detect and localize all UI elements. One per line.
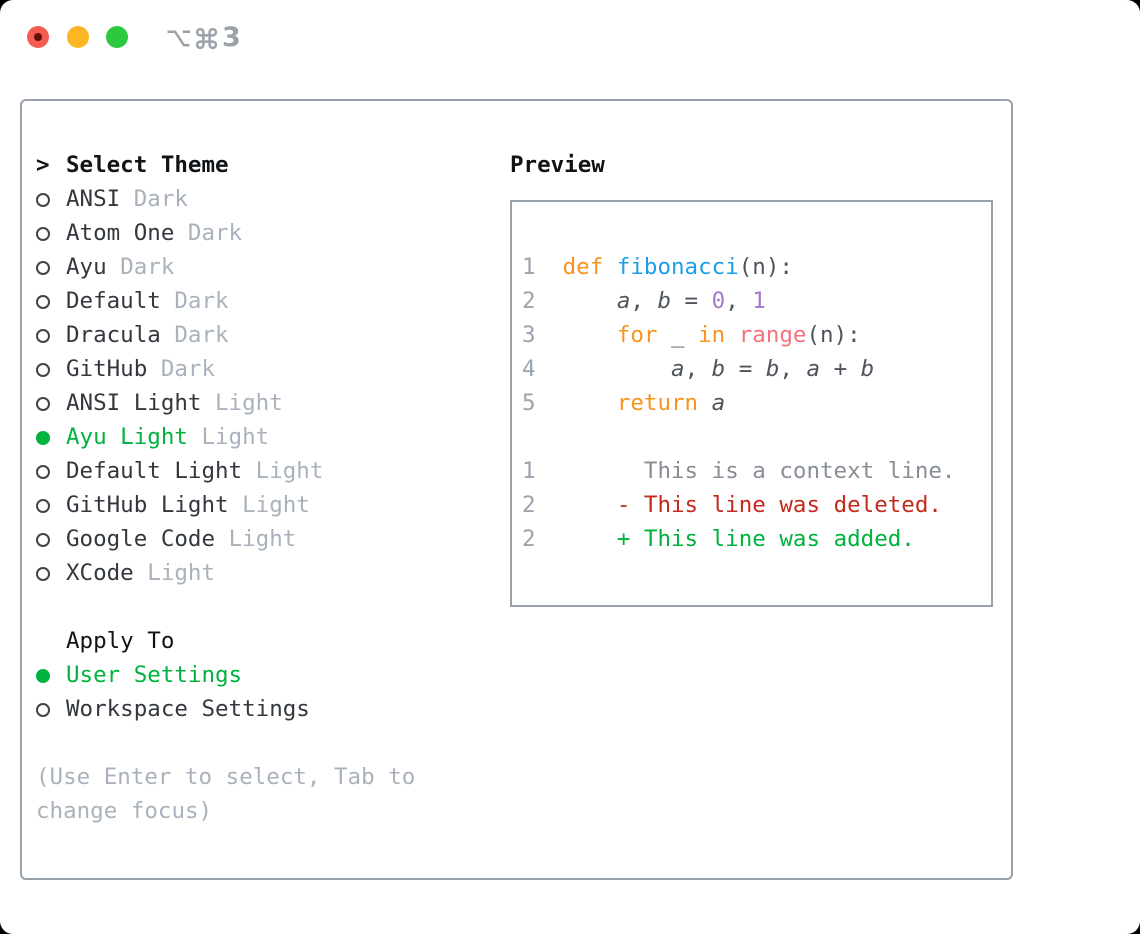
code-line: 2 + This line was added. xyxy=(522,526,915,552)
hint-line-1: (Use Enter to select, Tab to xyxy=(36,764,416,790)
theme-variant-tag: Dark xyxy=(133,186,188,212)
theme-item-atom-one[interactable]: Atom One Dark xyxy=(36,216,415,250)
theme-list-header: > Select Theme xyxy=(36,148,415,182)
select-theme-title: Select Theme xyxy=(66,152,229,178)
apply-option-workspace-settings[interactable]: Workspace Settings xyxy=(36,692,415,726)
spacer xyxy=(36,590,415,624)
theme-variant-tag: Light xyxy=(228,526,297,552)
item-label: Google Code xyxy=(66,526,216,552)
item-label: XCode xyxy=(66,560,134,586)
theme-item-google-code[interactable]: Google Code Light xyxy=(36,522,415,556)
command-key-icon xyxy=(195,27,218,49)
theme-variant-tag: Dark xyxy=(187,220,243,246)
radio-icon xyxy=(36,397,50,411)
item-label: ANSI Light xyxy=(66,390,202,416)
apply-option-user-settings[interactable]: User Settings xyxy=(36,658,415,692)
radio-icon xyxy=(36,567,50,581)
item-label: Default Light xyxy=(66,458,243,484)
radio-icon xyxy=(36,295,50,309)
close-button[interactable] xyxy=(27,26,49,48)
theme-item-ansi[interactable]: ANSI Dark xyxy=(36,182,415,216)
item-label: Ayu xyxy=(66,254,107,280)
theme-variant-tag: Light xyxy=(147,560,216,586)
item-label: GitHub xyxy=(66,356,148,382)
code-preview: 1 def fibonacci(n): 2 a, b = 0, 1 3 for _ … xyxy=(522,250,955,556)
radio-selected-icon xyxy=(36,431,50,445)
code-line: 2 - This line was deleted. xyxy=(522,492,942,518)
theme-variant-tag: Dark xyxy=(120,254,175,280)
minimize-button[interactable] xyxy=(67,26,89,48)
theme-item-ayu[interactable]: Ayu Dark xyxy=(36,250,415,284)
code-line: 3 for _ in range(n): xyxy=(522,322,861,348)
radio-selected-icon xyxy=(36,669,50,683)
theme-variant-tag: Dark xyxy=(174,288,229,314)
item-label: Dracula xyxy=(66,322,161,348)
apply-to-header: Apply To xyxy=(36,624,415,658)
code-line xyxy=(522,420,955,454)
code-line: 2 a, b = 0, 1 xyxy=(522,288,766,314)
item-label: Workspace Settings xyxy=(66,696,310,722)
zoom-button[interactable] xyxy=(106,26,128,48)
code-line: 5 return a xyxy=(522,390,726,416)
spacer xyxy=(36,726,415,760)
code-line: 1 This is a context line. xyxy=(522,458,956,484)
theme-item-ayu-light[interactable]: Ayu Light Light xyxy=(36,420,415,454)
code-line: 1 def fibonacci(n): xyxy=(522,254,793,280)
option-key-icon xyxy=(167,29,191,47)
theme-variant-tag: Light xyxy=(242,492,310,518)
radio-icon xyxy=(36,261,50,275)
theme-item-ansi-light[interactable]: ANSI Light Light xyxy=(36,386,415,420)
theme-item-github[interactable]: GitHub Dark xyxy=(36,352,415,386)
theme-item-github-light[interactable]: GitHub Light Light xyxy=(36,488,415,522)
theme-variant-tag: Light xyxy=(255,458,324,484)
focus-prompt-icon: > xyxy=(36,152,50,178)
shortcut-key-text: 3 xyxy=(222,22,241,53)
titlebar: 3 xyxy=(0,0,1140,72)
preview-header: Preview xyxy=(510,148,605,182)
code-line: 4 a, b = b, a + b xyxy=(522,356,875,382)
theme-item-xcode[interactable]: XCode Light xyxy=(36,556,415,590)
window-title: 3 xyxy=(166,23,241,53)
radio-icon xyxy=(36,193,50,207)
radio-icon xyxy=(36,227,50,241)
theme-item-default-light[interactable]: Default Light Light xyxy=(36,454,415,488)
item-label: Atom One xyxy=(66,220,175,246)
radio-icon xyxy=(36,703,50,717)
item-label: User Settings xyxy=(66,662,243,688)
theme-variant-tag: Light xyxy=(201,424,270,450)
theme-variant-tag: Light xyxy=(215,390,283,416)
theme-item-dracula[interactable]: Dracula Dark xyxy=(36,318,415,352)
theme-variant-tag: Dark xyxy=(174,322,229,348)
apply-to-title: Apply To xyxy=(66,628,175,654)
radio-icon xyxy=(36,363,50,377)
theme-item-default[interactable]: Default Dark xyxy=(36,284,415,318)
radio-icon xyxy=(36,533,50,547)
theme-variant-tag: Dark xyxy=(160,356,216,382)
hint-line-2: change focus) xyxy=(36,798,213,824)
radio-icon xyxy=(36,499,50,513)
item-label: Default xyxy=(66,288,161,314)
radio-icon xyxy=(36,329,50,343)
radio-icon xyxy=(36,465,50,479)
preview-title: Preview xyxy=(510,152,605,178)
preview-panel: 1 def fibonacci(n): 2 a, b = 0, 1 3 for _ … xyxy=(510,200,993,607)
item-label: GitHub Light xyxy=(66,492,229,518)
item-label: ANSI xyxy=(66,186,121,212)
item-label: Ayu Light xyxy=(66,424,188,450)
